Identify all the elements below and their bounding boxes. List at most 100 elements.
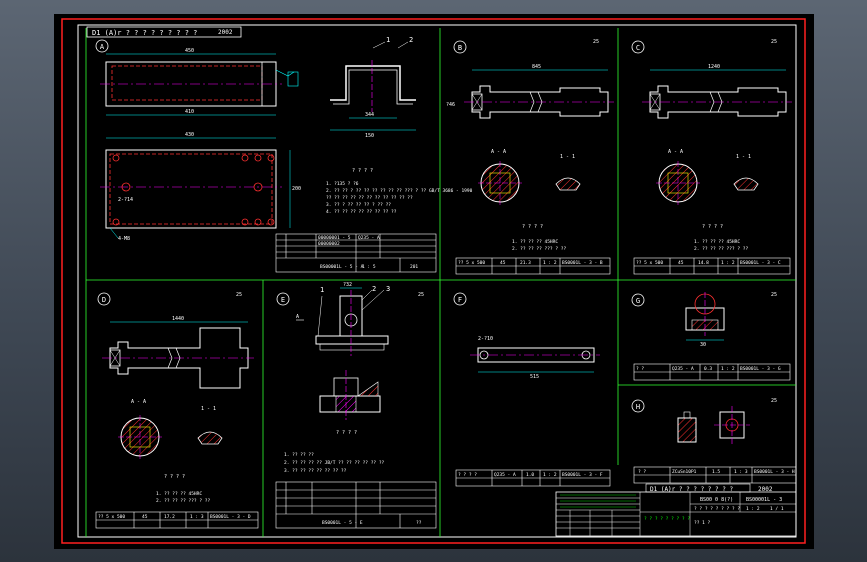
panel-g-number: 25 — [771, 292, 777, 298]
panel-a-drawing-code: BS00001L - 5 - A — [320, 264, 364, 270]
cad-drawing[interactable]: D1 (A)r ? ? ? ? ? ? ? ? ? 2002 A B C D E… — [54, 14, 814, 549]
panel-a-part2: 00000002 — [318, 241, 340, 247]
title-sheet: 1 / 1 — [770, 506, 784, 512]
panel-g-marker — [631, 293, 645, 307]
title-code-box: D1 (A)r ? ? ? ? ? ? ? ? — [650, 486, 733, 493]
panel-h-code: BS0001L - 3 - H — [754, 469, 795, 475]
panel-a-note-1: 1. ?135 ? ?6 — [326, 181, 359, 187]
panel-d-number: 25 — [236, 292, 242, 298]
panel-c-drawing: 1240 A - A 1 - 1 ? ? ? ? 1. ?? ?? ?? 45H… — [633, 64, 792, 275]
panel-c-section-aa: A - A — [668, 149, 683, 155]
panel-f-material: Q235 - A — [494, 472, 516, 478]
panel-d-spec: ?? 5 x 500 — [98, 514, 125, 520]
panel-h-drawing: ? ? ZCuSn10P1 1.5 1 : 3 BS0001L - 3 - H — [633, 406, 797, 484]
panel-a-dim-side: 200 — [292, 186, 301, 192]
panel-c-number: 25 — [771, 39, 777, 45]
svg-text:2-?10: 2-?10 — [478, 336, 493, 342]
drawing-sheet: D1 (A)r ? ? ? ? ? ? ? ? ? 2002 A B C D E… — [54, 14, 814, 549]
panel-c-scale: 1 : 2 — [721, 260, 735, 266]
panel-h-number: 25 — [771, 398, 777, 404]
panel-a-part1: 00000001 - 5 — [318, 235, 351, 241]
panel-b-code: BS0001L - 3 - B — [562, 260, 603, 266]
panel-e-number: 25 — [418, 292, 424, 298]
panel-d-code: BS0001L - 3 - D — [210, 514, 251, 520]
panel-d-note-2: 2. ?? ?? ?? ??? ? ?? — [156, 498, 210, 504]
panel-c-length: 1240 — [708, 64, 720, 70]
title-drawing-no: BS00001L - 3 — [746, 497, 782, 503]
panel-b-drawing: 845 ?46 A - A 1 - 1 ? ? ? ? 1. ?? ?? ?? … — [446, 64, 614, 275]
panel-a-note-5: 4. ?? ?? ?? ?? ?? ?? ?? ?? — [326, 209, 397, 215]
panel-a-dim-top2: 410 — [185, 109, 194, 115]
panel-g-label: G — [636, 297, 640, 305]
panel-b-weight: 21.3 — [520, 260, 531, 266]
panel-e-unit: ?? — [416, 520, 422, 526]
panel-d-section-aa: A - A — [131, 399, 146, 405]
panel-f-code: BS0001L - 3 - F — [562, 472, 603, 478]
panel-f-label: F — [458, 296, 462, 304]
panel-g-spec: ? ? — [636, 366, 644, 372]
panel-g-drawing: 30 ? ? Q235 - A 0.3 1 : 2 BS0001L - 3 - … — [633, 292, 791, 381]
panel-a-dim-bottom: 430 — [185, 132, 194, 138]
panel-a-label: A — [100, 43, 105, 51]
title-block: D1 (A)r ? ? ? ? ? ? ? ? 2002 BS00 0 8(?)… — [555, 483, 797, 537]
panel-a-note-2: 2. ?? ?? ? ?? ?? ?? ?? ?? ?? ??? ? ?? GB… — [326, 188, 473, 194]
panel-e-note-2: 2. ?? ?? ?? ?? JB/T ?? ?? ?? ?? ?? ?? — [284, 460, 385, 466]
panel-b-notes-title: ? ? ? ? — [522, 224, 543, 230]
panel-b-marker — [453, 40, 467, 54]
title-scale: 1 : 2 — [746, 506, 760, 512]
panel-g-material: Q235 - A — [672, 366, 694, 372]
outer-frame — [61, 18, 806, 544]
panel-a-scale: 1 : 5 — [362, 264, 376, 270]
panel-f-marker — [453, 292, 467, 306]
title-year: 2002 — [758, 486, 773, 493]
panel-a-note-3: ?? ?? ?? ?? ?? ?? ?? ?? ?? ?? ?? — [326, 195, 413, 201]
svg-text:2-?14: 2-?14 — [118, 197, 133, 203]
panel-c-note-2: 2. ?? ?? ?? ??? ? ?? — [694, 246, 748, 252]
header-code-box: D1 (A)r ? ? ? ? ? ? ? ? ? 2002 — [86, 26, 242, 38]
panel-h-marker — [631, 399, 645, 413]
panel-d-section-11: 1 - 1 — [201, 406, 216, 412]
panel-d-length: 1440 — [172, 316, 184, 322]
panel-c-note-1: 1. ?? ?? ?? 45HRC — [694, 239, 740, 245]
panel-b-label: B — [458, 44, 462, 52]
panel-e-marker — [276, 292, 290, 306]
panel-c-material: 45 — [678, 260, 684, 266]
panel-b-spec: ?? 5 x 500 — [458, 260, 485, 266]
panel-h-weight: 1.5 — [712, 469, 720, 475]
panel-a-marker — [95, 39, 109, 53]
panel-b-material: 45 — [500, 260, 506, 266]
panel-a-channel-width: 344 — [365, 112, 374, 118]
panel-a-hole-label: 4-M8 — [118, 236, 130, 242]
title-page: ?? 1 ? — [694, 520, 711, 526]
panel-e-callout-2: 2 — [372, 285, 376, 293]
panel-d-material: 45 — [142, 514, 148, 520]
panel-b-section-aa: A - A — [491, 149, 506, 155]
panel-c-marker — [631, 40, 645, 54]
panel-b-number: 25 — [593, 39, 599, 45]
panel-e-callout-3: 3 — [386, 285, 390, 293]
panel-e-notes-title: ? ? ? ? — [336, 430, 357, 436]
panel-g-width: 30 — [700, 342, 706, 348]
panel-f-scale: 1 : 2 — [543, 472, 557, 478]
panel-b-section-11: 1 - 1 — [560, 154, 575, 160]
panel-f-length: 515 — [530, 374, 539, 380]
panel-f-drawing: 515 2-?10 ? ? ? ? Q235 - A 1.0 1 : 2 BS0… — [455, 336, 611, 487]
panel-a-channel-base: 150 — [365, 133, 374, 139]
panel-d-notes-title: ? ? ? ? — [164, 474, 185, 480]
panel-a-callout-2: 2 — [409, 36, 413, 44]
panel-c-notes-title: ? ? ? ? — [702, 224, 723, 230]
panel-a-dim-top: 450 — [185, 48, 194, 54]
title-company-code: BS00 0 8(?) — [700, 497, 733, 503]
panel-g-code: BS0001L - 3 - G — [740, 366, 781, 372]
panel-c-spec: ?? 5 x 500 — [636, 260, 663, 266]
panel-e-code: BS0001L - 5 - E — [322, 520, 363, 526]
header-year: 2002 — [218, 29, 233, 36]
panel-c-code: BS0001L - 3 - C — [740, 260, 781, 266]
panel-grid — [85, 28, 796, 537]
title-vendor-green: ? ? ? ? ? ? ? ? ? — [644, 516, 690, 522]
panel-a-material: Q235 - A — [358, 235, 380, 241]
panel-a-unit: 201 — [410, 264, 418, 270]
panel-a-note-4: 3. ?? ? ?? ?? ?? ? ?? ?? — [326, 202, 391, 208]
panel-a-drawing: 450 410 430 200 4-M8 2-?14 344 150 1 2 — [100, 36, 473, 273]
